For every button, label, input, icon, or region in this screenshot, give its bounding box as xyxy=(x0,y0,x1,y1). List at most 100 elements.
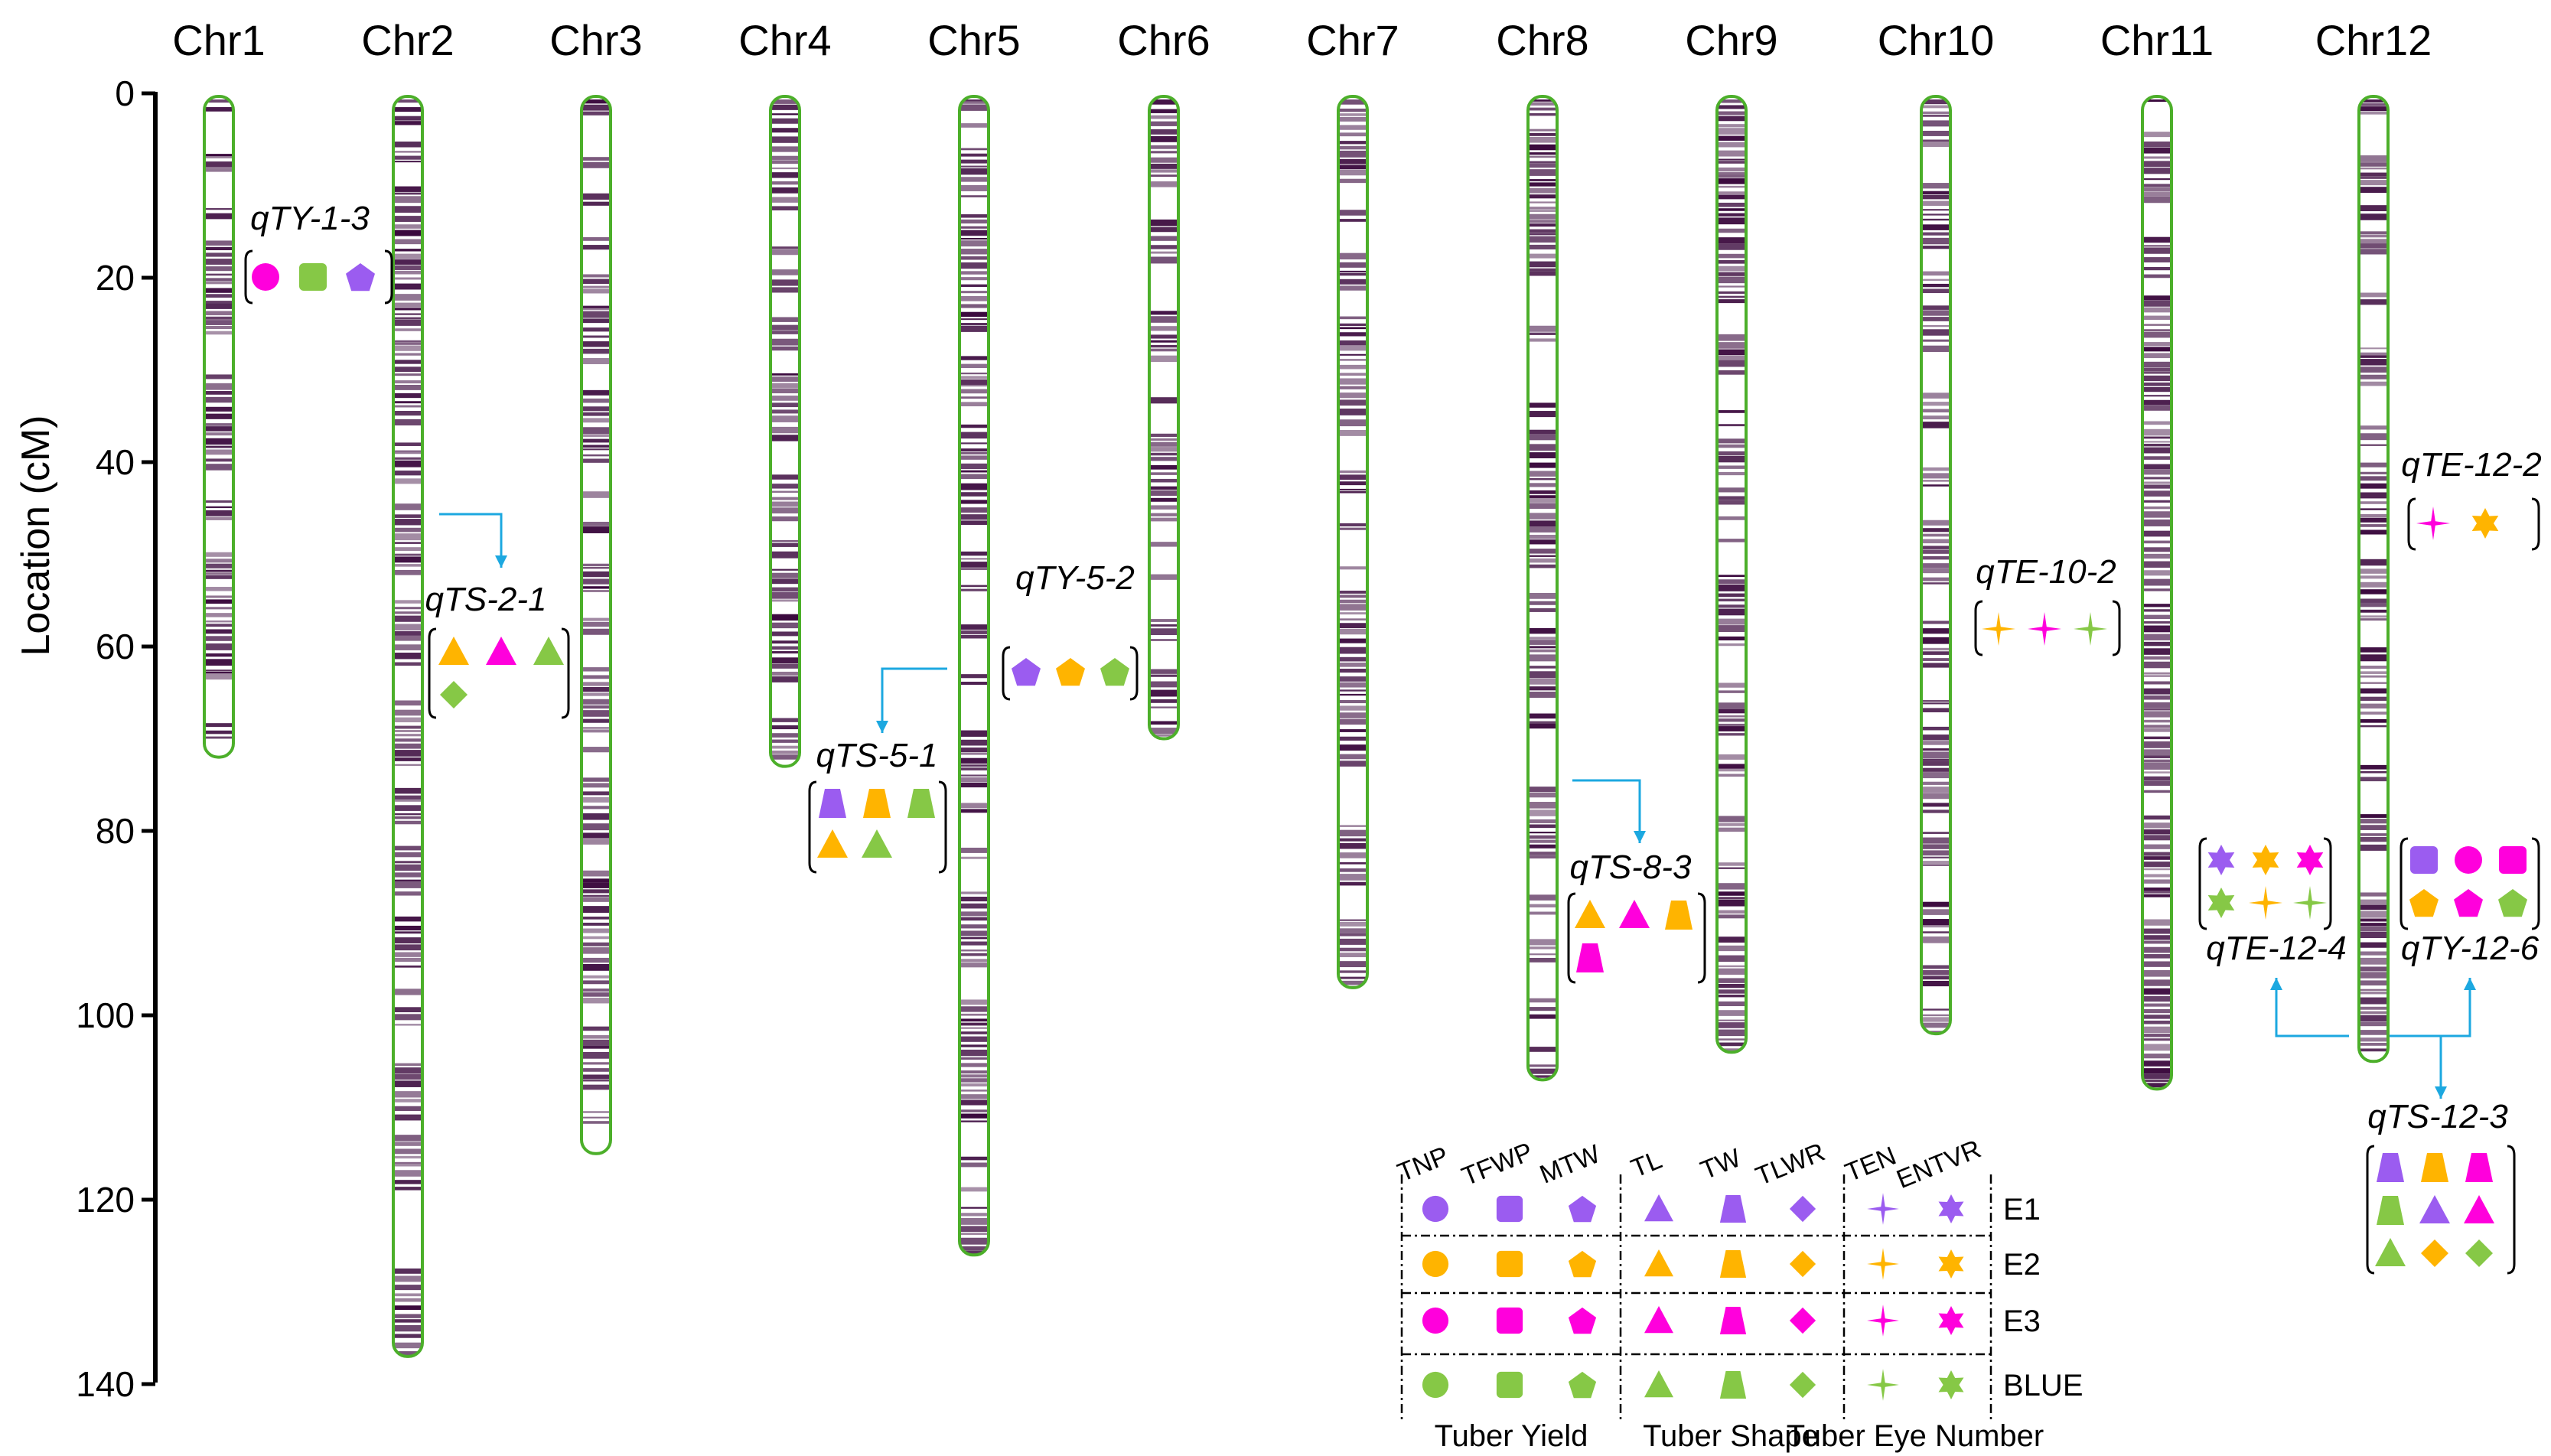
marker-band xyxy=(2359,675,2388,678)
marker-band xyxy=(393,957,422,963)
marker-band xyxy=(1717,135,1746,141)
marker-band xyxy=(1528,957,1557,963)
marker-band xyxy=(204,464,233,471)
marker-band xyxy=(1717,272,1746,276)
chromosome-chr6: Chr6 xyxy=(1117,16,1210,741)
marker-band xyxy=(771,396,800,401)
marker-band xyxy=(2142,728,2171,732)
marker-band xyxy=(2359,1048,2388,1052)
marker-band xyxy=(959,1226,989,1233)
marker-band xyxy=(582,928,611,933)
marker-band xyxy=(204,320,233,325)
qtl-label: qTE-12-4 xyxy=(2206,930,2346,967)
marker-band xyxy=(1528,721,1557,724)
marker-band xyxy=(2142,879,2171,884)
marker-band xyxy=(1717,822,1746,826)
marker-band xyxy=(1338,933,1367,936)
marker-band xyxy=(393,442,422,446)
marker-band xyxy=(959,1049,989,1057)
marker-band xyxy=(1149,174,1178,178)
legend-trait-label: TEN xyxy=(1841,1141,1900,1187)
marker-band xyxy=(393,872,422,878)
legend-group-label: Tuber Shape xyxy=(1643,1419,1819,1453)
marker-band xyxy=(2359,359,2388,366)
chromosome-body xyxy=(1149,96,1178,739)
qtl-arrowhead xyxy=(2270,978,2282,990)
marker-pentagon-icon xyxy=(1100,658,1129,686)
marker-band xyxy=(1717,124,1746,128)
marker-band xyxy=(959,757,989,764)
marker-band xyxy=(582,1062,611,1065)
marker-band xyxy=(1338,527,1367,530)
marker-band xyxy=(959,1250,989,1256)
marker-band xyxy=(1528,1007,1557,1011)
marker-triangle-icon xyxy=(1575,900,1605,928)
marker-band xyxy=(1717,158,1746,161)
marker-band xyxy=(1921,663,1950,668)
marker-band xyxy=(959,448,989,452)
marker-band xyxy=(582,590,611,592)
chromosome-outline xyxy=(1148,95,1180,741)
marker-band xyxy=(771,287,800,293)
marker-band xyxy=(1149,457,1178,461)
marker-band xyxy=(771,754,800,760)
marker-band xyxy=(2359,654,2388,662)
marker-band xyxy=(771,172,800,178)
marker-band xyxy=(1921,568,1950,574)
marker-band xyxy=(393,380,422,384)
marker-band xyxy=(2142,184,2171,187)
marker-band xyxy=(771,540,800,542)
marker-triangle-icon xyxy=(1644,1306,1673,1334)
marker-band xyxy=(959,999,989,1005)
marker-band xyxy=(771,187,800,194)
marker-band xyxy=(1528,1047,1557,1052)
marker-band xyxy=(959,1022,989,1026)
qtl-qte-12-4: qTE-12-4 xyxy=(2198,837,2347,967)
marker-band xyxy=(1338,150,1367,158)
marker-band xyxy=(2359,814,2388,818)
marker-band xyxy=(1921,130,1950,136)
marker-band xyxy=(2142,342,2171,347)
marker-band xyxy=(1717,768,1746,772)
marker-band xyxy=(771,317,800,322)
marker-band xyxy=(1528,338,1557,342)
marker-band xyxy=(2359,688,2388,694)
marker-band xyxy=(204,607,233,610)
marker-band xyxy=(2142,456,2171,460)
marker-band xyxy=(1921,702,1950,705)
marker-band xyxy=(393,514,422,518)
marker-band xyxy=(393,116,422,121)
marker-band xyxy=(1149,245,1178,249)
marker-band xyxy=(1528,802,1557,809)
marker-band xyxy=(1717,111,1746,116)
marker-band xyxy=(1338,744,1367,751)
qtl-label: qTS-5-1 xyxy=(816,737,938,774)
marker-band xyxy=(2142,891,2171,894)
marker-band xyxy=(1149,438,1178,441)
legend-trait-label: TLWR xyxy=(1751,1138,1829,1191)
marker-band xyxy=(1921,310,1950,316)
marker-band xyxy=(2359,235,2388,238)
marker-band xyxy=(959,153,989,157)
marker-star4-icon xyxy=(1982,612,2015,646)
marker-band xyxy=(204,259,233,265)
marker-band xyxy=(2359,176,2388,179)
marker-band xyxy=(1338,594,1367,598)
marker-band xyxy=(2359,187,2388,194)
marker-band xyxy=(959,896,989,902)
marker-band xyxy=(1528,787,1557,793)
marker-band xyxy=(2142,614,2171,620)
marker-band xyxy=(1921,637,1950,644)
marker-band xyxy=(204,311,233,316)
marker-band xyxy=(204,569,233,572)
marker-band xyxy=(204,432,233,436)
marker-trapezoid-icon xyxy=(2421,1153,2448,1182)
marker-band xyxy=(393,503,422,510)
marker-band xyxy=(393,1135,422,1142)
marker-band xyxy=(2142,702,2171,708)
marker-band xyxy=(2359,347,2388,350)
marker-band xyxy=(393,353,422,356)
marker-star6-icon xyxy=(1938,1370,1964,1399)
